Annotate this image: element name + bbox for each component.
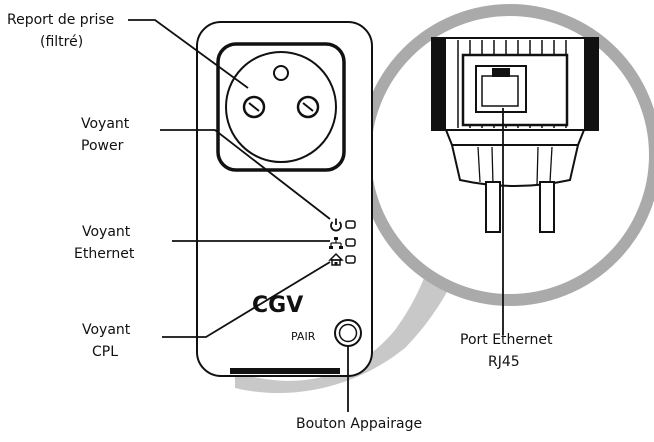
plug-pin-left [485, 181, 501, 233]
pass-through-socket [216, 42, 346, 172]
label-voyant-power-2: Power [81, 138, 124, 154]
label-report-de-prise-2: (filtré) [40, 34, 83, 50]
led-plc [328, 252, 356, 266]
ethernet-icon [329, 237, 343, 249]
label-bouton-appairage: Bouton Appairage [296, 416, 422, 432]
brand-logo: CGV [252, 293, 303, 318]
pair-button[interactable] [334, 319, 362, 347]
label-voyant-ethernet-2: Ethernet [74, 246, 135, 262]
leader-voyant-power [160, 129, 331, 220]
label-port-ethernet-2: RJ45 [488, 354, 520, 370]
plug-pin-right [539, 181, 555, 233]
led-power [330, 218, 356, 232]
led-ethernet [329, 237, 356, 249]
power-icon [330, 218, 342, 232]
label-voyant-ethernet-1: Voyant [82, 224, 131, 240]
powerline-adapter: CGV PAIR [196, 21, 373, 377]
leader-report-de-prise [128, 19, 249, 89]
label-report-de-prise-1: Report de prise [7, 12, 114, 28]
leader-voyant-cpl [162, 261, 331, 338]
magnified-plug [431, 37, 599, 233]
label-voyant-cpl-1: Voyant [82, 322, 131, 338]
label-voyant-cpl-2: CPL [92, 344, 118, 360]
pair-button-label: PAIR [291, 330, 316, 343]
leader-lines [128, 19, 504, 412]
home-plc-icon [328, 252, 344, 266]
label-voyant-power-1: Voyant [81, 116, 130, 132]
label-port-ethernet-1: Port Ethernet [460, 332, 553, 348]
